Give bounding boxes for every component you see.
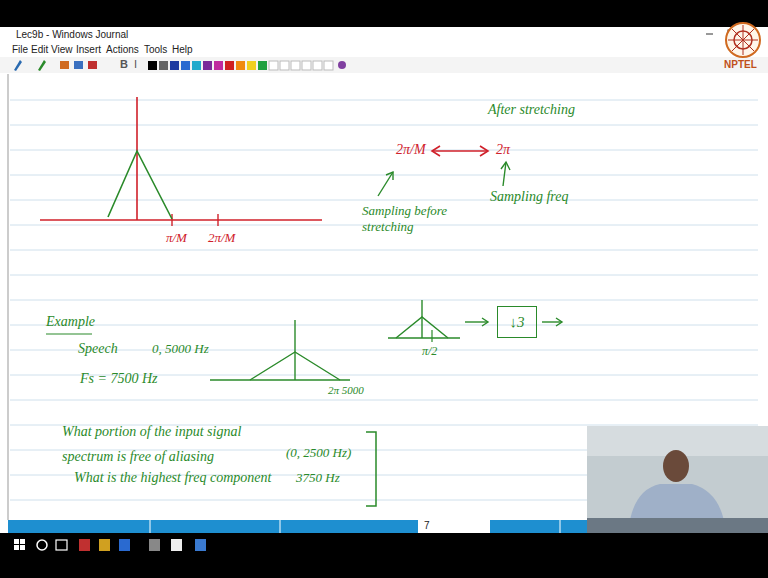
menu-item: Edit — [31, 44, 48, 56]
note: Sampling freq — [490, 189, 568, 206]
node-text: ↓3 — [510, 314, 525, 331]
decimator-box: ↓3 — [497, 306, 537, 338]
note: 2π/M — [396, 142, 426, 159]
logo-text: NPTEL — [724, 59, 757, 71]
note: Sampling before stretching — [362, 203, 454, 236]
answer: (0, 2500 Hz) — [286, 445, 351, 461]
axis-tick: 2π/M — [208, 230, 235, 246]
menu-item: Help — [172, 44, 193, 56]
note: What portion of the input signal spectru… — [62, 419, 277, 469]
menu-item: File — [12, 44, 28, 56]
axis-tick: π/2 — [422, 344, 437, 358]
menu-item: Tools — [144, 44, 167, 56]
note: 2π — [496, 142, 510, 159]
note: Speech — [78, 341, 118, 358]
axis-tick: π/M — [166, 230, 187, 246]
note: Fs = 7500 Hz — [80, 371, 158, 388]
note: 0, 5000 Hz — [152, 341, 209, 357]
menu-item: View — [51, 44, 73, 56]
note: What is the highest freq component — [74, 470, 271, 487]
menu-item: Insert — [76, 44, 101, 56]
heading: Example — [46, 314, 95, 331]
page-number: 7 — [424, 520, 430, 532]
toolbar-button: B — [120, 58, 128, 71]
note: After stretching — [488, 102, 575, 119]
axis-tick: 2π 5000 — [328, 384, 364, 397]
menu-item: Actions — [106, 44, 139, 56]
answer: 3750 Hz — [296, 470, 340, 486]
window-title: Lec9b - Windows Journal — [16, 29, 128, 41]
toolbar-button: I — [134, 58, 137, 71]
